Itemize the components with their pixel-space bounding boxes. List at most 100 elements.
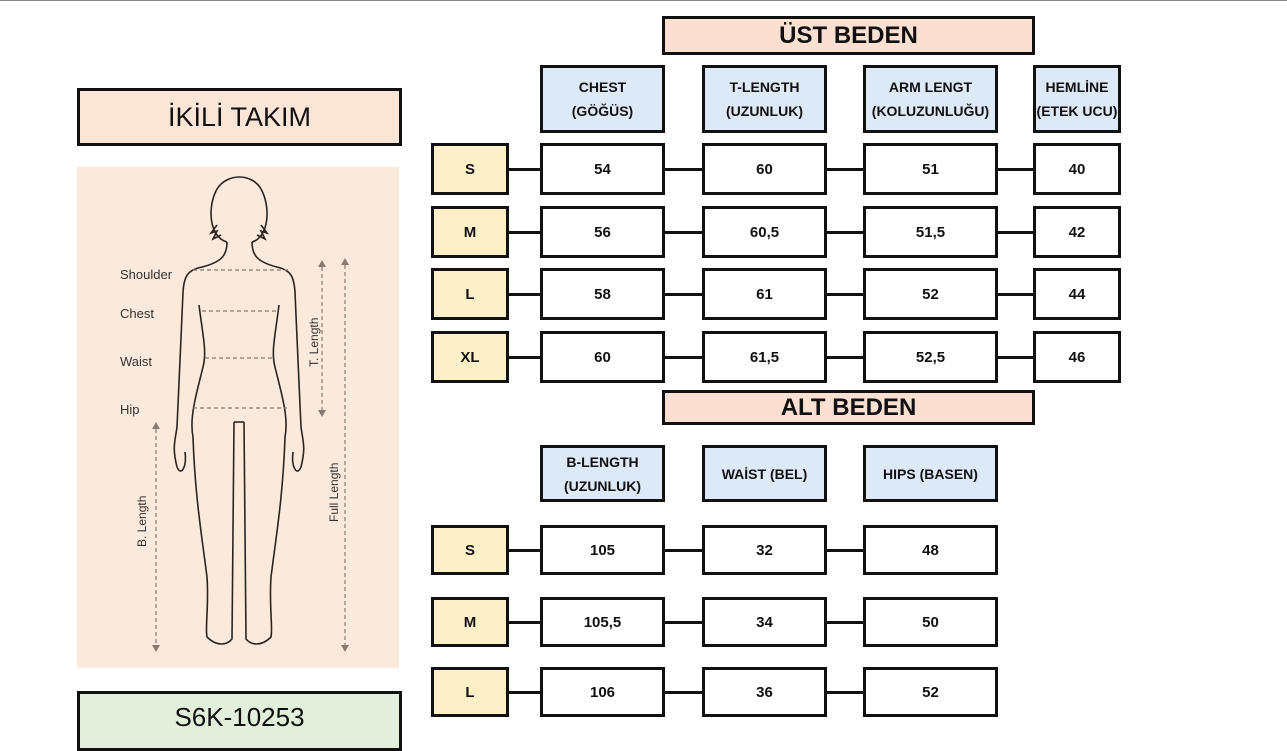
value-text: 60 [756, 160, 773, 178]
connector-line [509, 167, 540, 171]
body-silhouette-icon [152, 176, 349, 652]
body-measurement-figure: Shoulder Chest Waist Hip T. Length Full … [77, 167, 399, 668]
connector-line [827, 292, 863, 296]
upper-value-cell: 52,5 [863, 331, 998, 383]
header-line1: T-LENGTH [729, 79, 800, 95]
product-code-box: S6K-10253 [77, 691, 402, 751]
connector-line [998, 230, 1033, 234]
label-t-length: T. Length [307, 317, 321, 367]
header-line1: CHEST [578, 79, 627, 95]
connector-line [509, 548, 540, 552]
lower-value-cell: 50 [863, 597, 998, 647]
label-hip: Hip [120, 402, 140, 417]
lower-size-label: M [431, 597, 509, 647]
lower-value-cell: 52 [863, 667, 998, 717]
connector-line [665, 548, 702, 552]
connector-line [827, 230, 863, 234]
connector-line [665, 690, 702, 694]
label-full-length: Full Length [327, 462, 341, 522]
connector-line [509, 620, 540, 624]
connector-line [509, 690, 540, 694]
value-text: 52,5 [915, 348, 946, 366]
product-title-box: İKİLİ TAKIM [77, 88, 402, 146]
label-shoulder: Shoulder [120, 267, 173, 282]
upper-section-title: ÜST BEDEN [662, 16, 1035, 55]
size-text: M [463, 223, 477, 241]
connector-line [827, 620, 863, 624]
upper-header-0: CHEST (GÖĞÜS) [540, 65, 665, 133]
upper-value-cell: 40 [1033, 143, 1121, 195]
value-text: 60 [594, 348, 611, 366]
lower-header-2: HIPS (BASEN) [863, 445, 998, 502]
connector-line [665, 620, 702, 624]
header-line2: (UZUNLUK) [726, 103, 803, 119]
upper-size-label: M [431, 206, 509, 258]
header-line1: HEMLİNE [1045, 79, 1109, 95]
connector-line [998, 292, 1033, 296]
upper-value-cell: 42 [1033, 206, 1121, 258]
label-chest: Chest [120, 306, 154, 321]
value-text: 52 [922, 683, 939, 701]
size-text: L [465, 285, 475, 303]
value-text: 32 [756, 541, 773, 559]
value-text: 46 [1068, 348, 1086, 366]
connector-line [827, 167, 863, 171]
header-line2: (UZUNLUK) [564, 477, 641, 494]
upper-value-cell: 44 [1033, 268, 1121, 320]
header-line1: HIPS (BASEN) [883, 465, 978, 482]
connector-line [827, 548, 863, 552]
size-text: S [464, 160, 475, 178]
upper-value-cell: 51 [863, 143, 998, 195]
value-text: 56 [594, 223, 611, 241]
connector-line [665, 167, 702, 171]
connector-line [998, 167, 1033, 171]
upper-size-label: S [431, 143, 509, 195]
value-text: 52 [922, 285, 939, 303]
lower-value-cell: 34 [702, 597, 827, 647]
upper-value-cell: 56 [540, 206, 665, 258]
lower-size-label: L [431, 667, 509, 717]
lower-value-cell: 36 [702, 667, 827, 717]
header-line1: B-LENGTH [566, 453, 639, 470]
value-text: 61,5 [749, 348, 780, 366]
value-text: 42 [1068, 223, 1086, 241]
header-line1: ARM LENGT [888, 79, 973, 95]
value-text: 36 [756, 683, 773, 701]
header-line2: (GÖĞÜS) [571, 103, 634, 119]
lower-header-0: B-LENGTH (UZUNLUK) [540, 445, 665, 502]
value-text: 60,5 [749, 223, 780, 241]
size-text: S [464, 541, 475, 559]
value-text: 51 [922, 160, 939, 178]
connector-line [509, 355, 540, 359]
value-text: 34 [756, 613, 773, 631]
upper-value-cell: 46 [1033, 331, 1121, 383]
upper-value-cell: 61,5 [702, 331, 827, 383]
upper-section-title-text: ÜST BEDEN [779, 21, 918, 49]
value-text: 44 [1068, 285, 1086, 303]
connector-line [827, 355, 863, 359]
value-text: 48 [922, 541, 939, 559]
header-line2: (KOLUZUNLUĞU) [871, 103, 990, 119]
value-text: 61 [756, 285, 773, 303]
product-code: S6K-10253 [174, 702, 305, 732]
size-text: L [465, 683, 475, 701]
label-b-length: B. Length [135, 495, 149, 547]
header-line2: (ETEK UCU) [1036, 103, 1118, 119]
top-border [0, 0, 1287, 1]
lower-value-cell: 105 [540, 525, 665, 575]
lower-value-cell: 48 [863, 525, 998, 575]
connector-line [665, 292, 702, 296]
value-text: 105 [589, 541, 616, 559]
connector-line [665, 355, 702, 359]
label-waist: Waist [120, 354, 153, 369]
value-text: 105,5 [583, 613, 622, 631]
lower-header-1: WAİST (BEL) [702, 445, 827, 502]
lower-size-label: S [431, 525, 509, 575]
upper-value-cell: 60 [540, 331, 665, 383]
lower-value-cell: 32 [702, 525, 827, 575]
size-text: M [463, 613, 477, 631]
upper-value-cell: 51,5 [863, 206, 998, 258]
lower-section-title: ALT BEDEN [662, 390, 1035, 425]
upper-value-cell: 61 [702, 268, 827, 320]
upper-size-label: XL [431, 331, 509, 383]
